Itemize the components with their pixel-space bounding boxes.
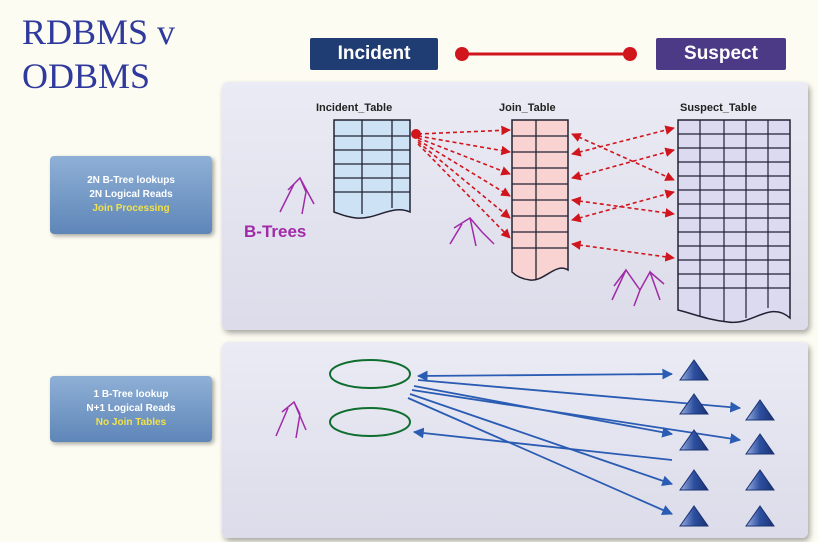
- object-links: [407, 368, 742, 516]
- suspect-table-label: Suspect_Table: [680, 102, 757, 114]
- btree-icon: [275, 176, 665, 439]
- odbms-cost-line-1: 1 B-Tree lookup: [93, 389, 169, 400]
- incident-entity: Incident: [310, 38, 438, 70]
- incident-objects: [329, 359, 411, 437]
- suspect-table: [677, 119, 791, 324]
- suspect-entity: Suspect: [656, 38, 786, 70]
- title-line-1: RDBMS v: [22, 12, 176, 52]
- title-line-2: ODBMS: [22, 56, 151, 96]
- incident-table-label: Incident_Table: [316, 102, 393, 114]
- odbms-cost-line-3: No Join Tables: [95, 417, 167, 428]
- rdbms-cost-line-3: Join Processing: [92, 203, 170, 214]
- relationship-connector: [455, 47, 637, 61]
- join-table-label: Join_Table: [499, 102, 556, 114]
- btrees-label: B-Trees: [244, 222, 307, 241]
- join-arrows: [411, 125, 675, 262]
- incident-table: [333, 119, 411, 219]
- odbms-cost-box: 1 B-Tree lookup N+1 Logical Reads No Joi…: [50, 376, 212, 442]
- suspect-objects: [679, 359, 775, 527]
- join-table: [511, 119, 569, 281]
- rdbms-cost-line-1: 2N B-Tree lookups: [87, 175, 175, 186]
- odbms-cost-line-2: N+1 Logical Reads: [86, 403, 176, 414]
- rdbms-cost-line-2: 2N Logical Reads: [89, 189, 173, 200]
- rdbms-cost-box: 2N B-Tree lookups 2N Logical Reads Join …: [50, 156, 212, 234]
- page-title: RDBMS v ODBMS: [22, 10, 175, 98]
